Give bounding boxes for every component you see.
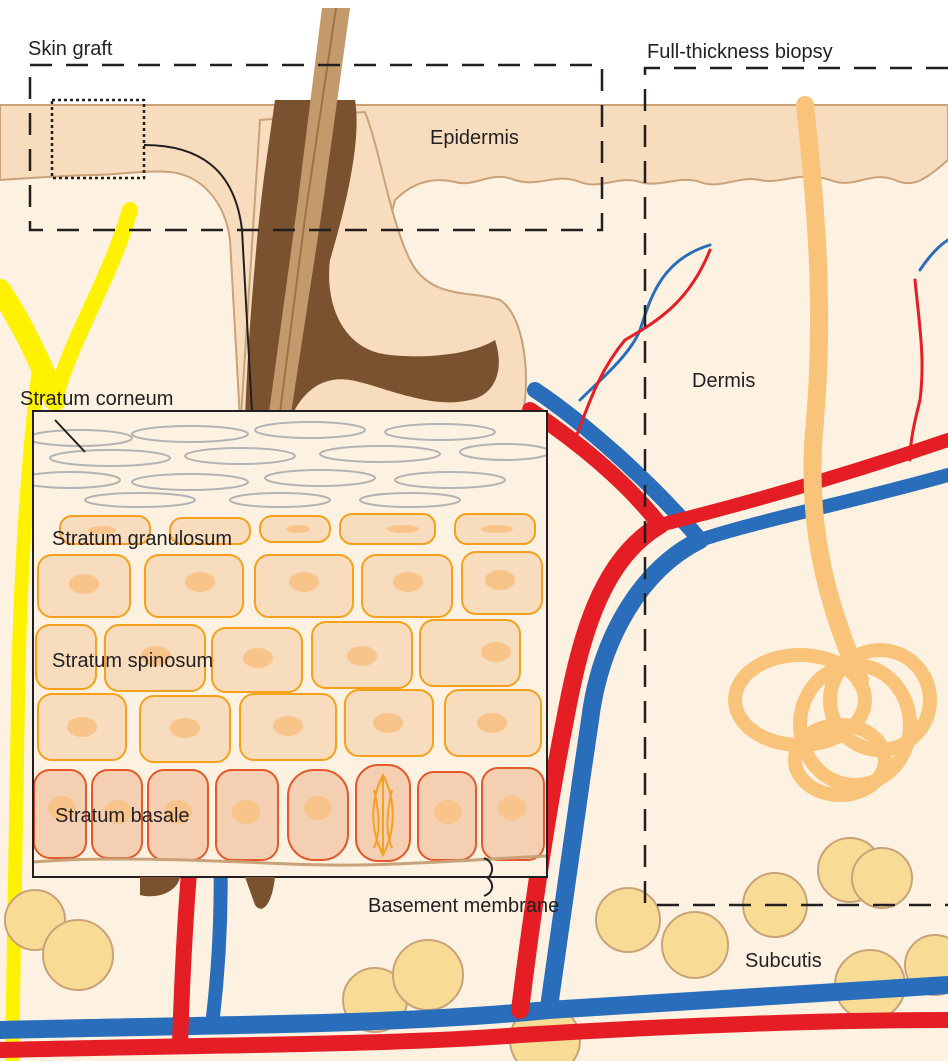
label-epidermis: Epidermis [430, 127, 519, 149]
label-full-thickness-biopsy: Full-thickness biopsy [647, 41, 833, 63]
label-subcutis: Subcutis [745, 950, 822, 972]
label-stratum-spinosum: Stratum spinosum [52, 650, 213, 672]
label-stratum-granulosum: Stratum granulosum [52, 528, 232, 550]
label-skin-graft: Skin graft [28, 38, 113, 60]
label-stratum-corneum: Stratum corneum [20, 388, 173, 410]
label-basement-membrane: Basement membrane [368, 895, 559, 917]
label-stratum-basale: Stratum basale [55, 805, 190, 827]
label-dermis: Dermis [692, 370, 755, 392]
